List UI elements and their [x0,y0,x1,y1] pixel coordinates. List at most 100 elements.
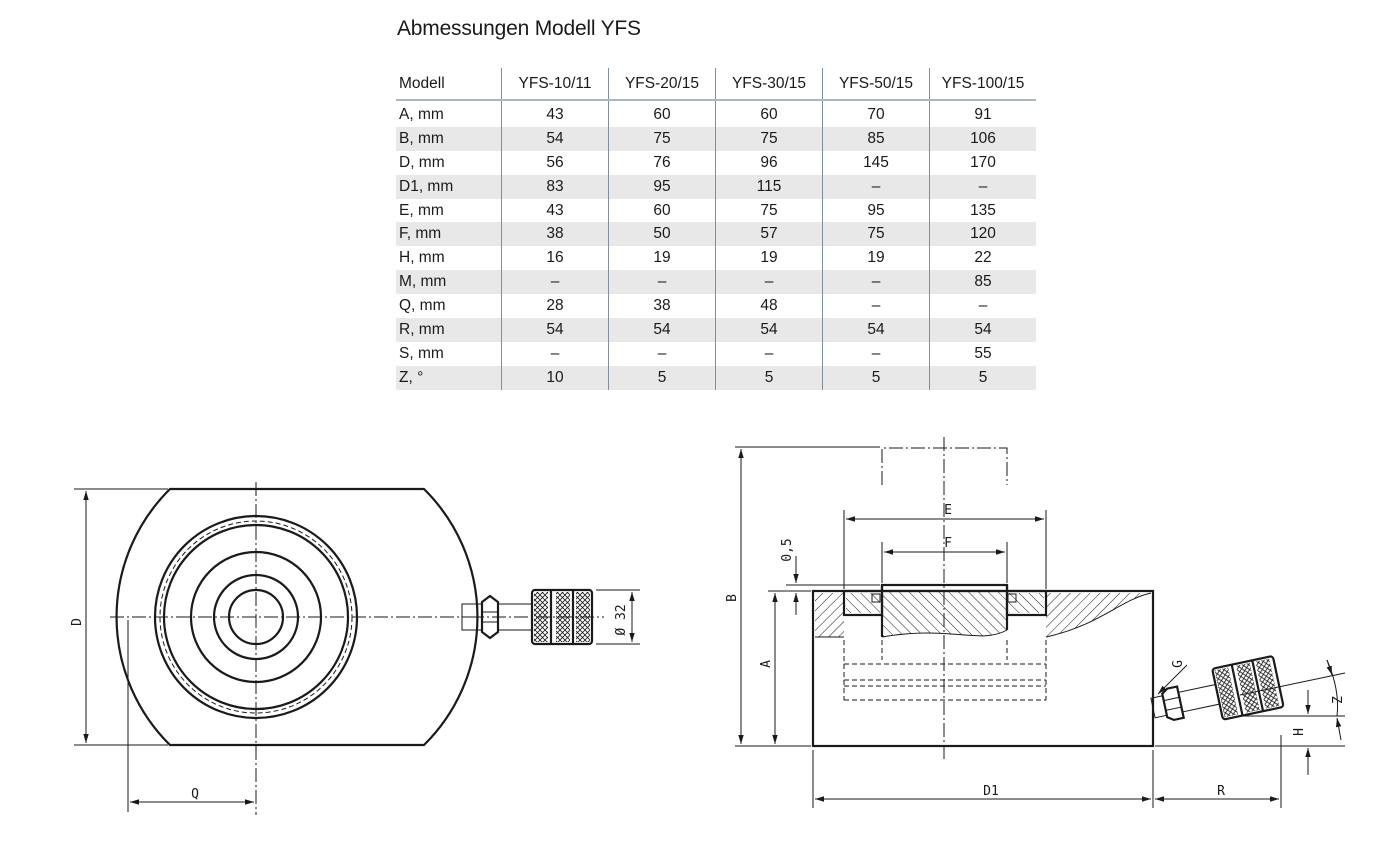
table-cell: 120 [929,222,1036,247]
table-cell: – [608,270,716,295]
table-cell: 76 [608,150,716,175]
table-cell: 19 [822,246,930,271]
table-cell: 145 [822,150,930,175]
dim-dia-label: Ø 32 [614,604,629,635]
dim-d1-label: D1 [983,784,999,799]
table-cell: 83 [501,174,609,199]
table-cell: 54 [501,318,609,342]
column-header-2: YFS-20/15 [608,68,716,101]
table-cell: 54 [822,318,930,342]
table-cell: 28 [501,294,609,319]
table-cell: 5 [822,365,930,390]
table-cell: 50 [608,222,716,247]
row-label: S, mm [399,344,444,362]
dim-z-label: Z [1331,696,1346,704]
table-cell: 43 [501,100,609,127]
plunger-break [881,629,1008,638]
row-label: M, mm [396,270,502,295]
table-cell: 106 [929,126,1036,151]
table-cell: 91 [929,100,1036,127]
table-cell: 19 [715,246,823,271]
dim-g-label: G [1171,660,1186,668]
table-cell: 54 [929,318,1036,342]
table-cell: 75 [822,222,930,247]
table-cell: 38 [501,222,609,247]
wiper-right-hatch [1009,593,1044,613]
section-hatch-right [1046,593,1151,637]
row-label: H, mm [399,249,445,267]
table-cell: – [929,174,1036,199]
row-label: Q, mm [399,297,446,315]
table-cell: – [501,270,609,295]
table-cell: 19 [608,246,716,271]
row-label: A, mm [399,105,444,123]
table-cell: 60 [608,100,716,127]
table-cell: – [822,174,930,199]
table-cell: 85 [929,270,1036,295]
table-cell: – [501,341,609,366]
table-cell: – [715,270,823,295]
table-cell: 55 [929,341,1036,366]
section-hatch-left [815,593,844,637]
table-cell: 95 [822,198,930,223]
column-header-5: YFS-100/15 [929,68,1036,101]
table-cell: 85 [822,126,930,151]
top-view-drawing: D Q Ø 32 [70,482,640,815]
table-cell: 57 [715,222,823,247]
hydraulic-coupler-angled-icon [1150,655,1285,722]
dim-g-leader [1157,664,1188,695]
dim-e-label: E [944,503,952,518]
table-cell: – [608,341,716,366]
table-cell: 95 [608,174,716,199]
dim-a-label: A [759,660,774,668]
seal-left [871,593,881,603]
table-cell: 10 [501,365,609,390]
side-view-drawing: B A 0,5 E F G D1 R [725,437,1346,808]
table-cell: 60 [715,100,823,127]
table-cell: 170 [929,150,1036,175]
dim-r-label: R [1217,784,1225,799]
table-cell: 75 [608,126,716,151]
dim-q-label: Q [191,787,199,802]
page-title: Abmessungen Modell YFS [397,17,641,40]
row-label: D, mm [399,153,445,171]
table-cell: 75 [715,126,823,151]
table-cell: 70 [822,100,930,127]
table-cell: 135 [929,198,1036,223]
dim-f-label: F [944,536,952,551]
table-cell: 48 [715,294,823,319]
table-cell: 5 [608,365,716,390]
table-cell: 22 [929,246,1036,271]
table-cell: 75 [715,198,823,223]
table-cell: – [822,341,930,366]
dim-z-ray [1239,672,1346,696]
dim-d-label: D [70,618,85,626]
column-header-4: YFS-50/15 [822,68,930,101]
table-cell: 5 [715,365,823,390]
row-label: R, mm [396,318,502,342]
cylinder-body-outline [115,487,479,747]
dim-h-label: H [1292,728,1307,736]
table-cell: 54 [608,318,716,342]
table-cell: – [822,270,930,295]
table-cell: – [929,294,1036,319]
dim-b-label: B [725,594,740,602]
row-label: F, mm [396,222,502,247]
table-cell: 5 [929,365,1036,390]
column-header-3: YFS-30/15 [715,68,823,101]
row-label: B, mm [396,126,502,151]
table-cell: 38 [608,294,716,319]
table-cell: 54 [715,318,823,342]
break-line-right [1045,592,1152,638]
